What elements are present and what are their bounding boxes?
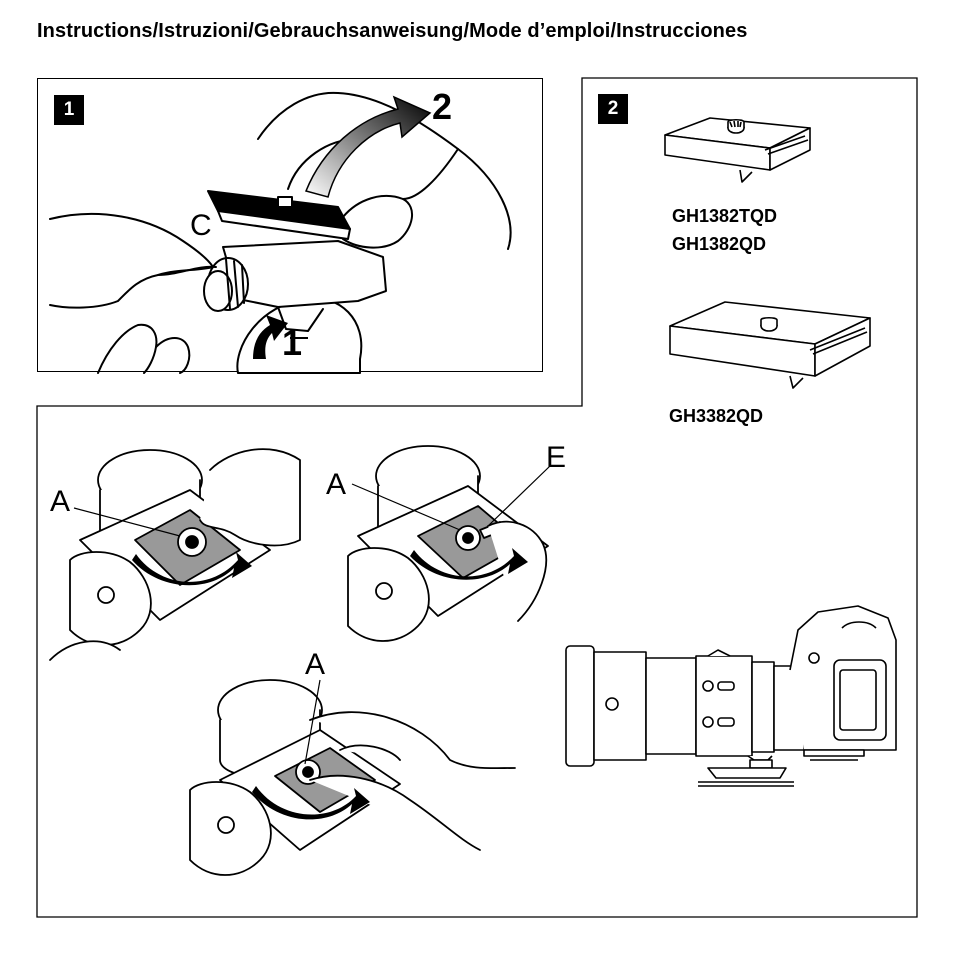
page-title: Instructions/Istruzioni/Gebrauchsanweisu… bbox=[37, 20, 748, 42]
step-number-2: 2 bbox=[432, 86, 453, 127]
attach-plate-illustration-3 bbox=[189, 679, 516, 876]
plate-gh3382-illustration bbox=[669, 301, 871, 389]
callout-a-3: A bbox=[305, 648, 326, 681]
plate-gh1382-illustration bbox=[664, 117, 811, 183]
step-badge-2: 2 bbox=[598, 94, 628, 124]
step-badge-1: 1 bbox=[54, 95, 84, 125]
callout-c: C bbox=[190, 209, 212, 242]
callout-a-2: A bbox=[326, 468, 347, 501]
attach-plate-illustration-2 bbox=[347, 445, 551, 642]
model-label-gh1382tqd: GH1382TQD bbox=[672, 206, 778, 226]
attach-plate-illustration-1 bbox=[49, 448, 301, 661]
callout-e: E bbox=[546, 441, 567, 474]
step-number-1: 1 bbox=[282, 322, 303, 363]
camera-telephoto-illustration bbox=[565, 605, 897, 787]
model-label-gh1382qd: GH1382QD bbox=[672, 234, 767, 254]
quick-release-illustration bbox=[49, 91, 512, 374]
callout-a-1: A bbox=[50, 485, 71, 518]
panel-step-1: 1 bbox=[37, 78, 543, 374]
model-label-gh3382qd: GH3382QD bbox=[669, 406, 764, 426]
